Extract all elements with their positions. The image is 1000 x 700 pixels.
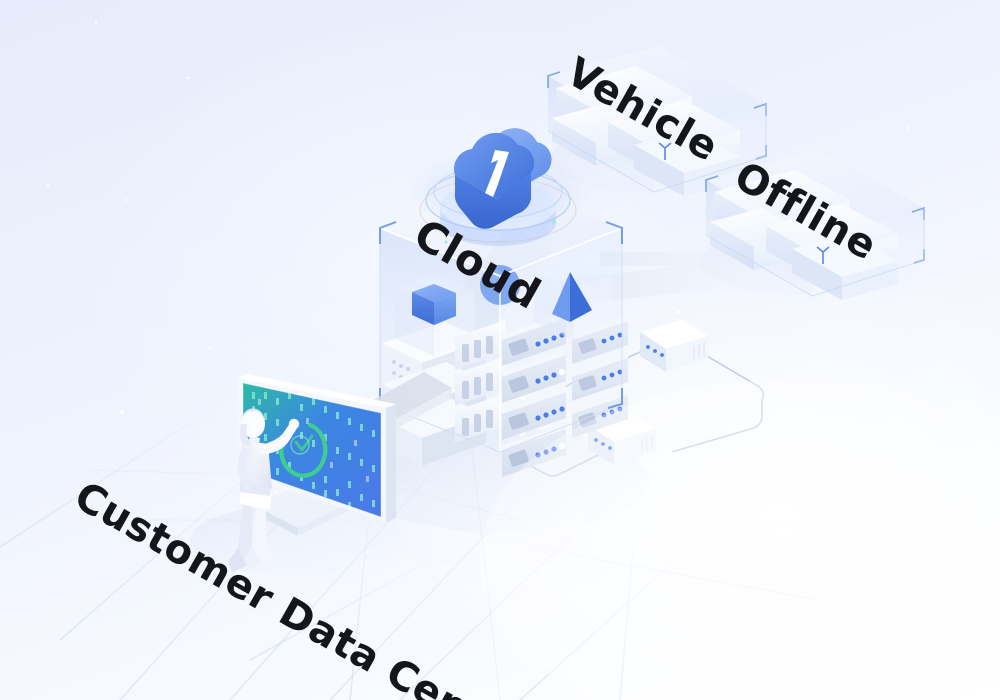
- network-node-upper[interactable]: [640, 320, 708, 372]
- vehicle-boxes: [552, 66, 740, 196]
- offline-y-marker: [816, 246, 830, 264]
- pyramid-icon[interactable]: [552, 272, 592, 322]
- offline-boxes: [710, 170, 898, 300]
- led-dots: [535, 332, 565, 347]
- server-tower[interactable]: [379, 186, 628, 477]
- offline-rack[interactable]: [705, 150, 925, 300]
- gauge-icon: [279, 422, 328, 478]
- person-figure[interactable]: [228, 408, 300, 572]
- cube-icon[interactable]: [412, 284, 456, 325]
- server-racks-far-right: [572, 315, 628, 438]
- cloud-shape: [454, 128, 552, 229]
- server-racks-center: [455, 320, 506, 443]
- cloud-icon[interactable]: [406, 128, 590, 246]
- vehicle-y-marker: [658, 142, 672, 160]
- monitor[interactable]: [238, 374, 396, 536]
- vehicle-rack[interactable]: [547, 46, 767, 196]
- server-racks-right-front: [502, 312, 566, 477]
